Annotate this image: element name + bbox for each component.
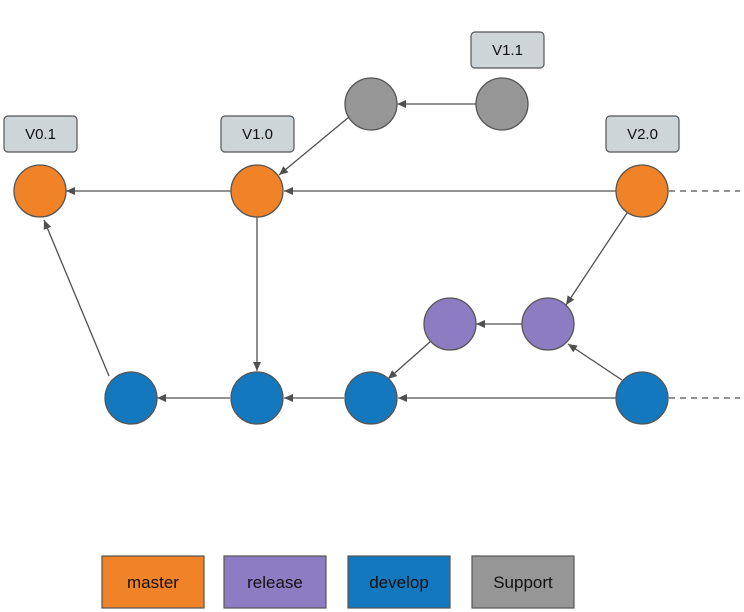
legend-develop: develop bbox=[347, 555, 451, 609]
edge-develop4-to-release2 bbox=[567, 343, 623, 381]
legend-develop-label: develop bbox=[369, 573, 429, 592]
tag-v0-1: V0.1 bbox=[3, 115, 78, 153]
develop-node-4 bbox=[615, 371, 669, 425]
legend-support: Support bbox=[471, 555, 575, 609]
tag-v1-1: V1.1 bbox=[470, 31, 545, 69]
legend-master-label: master bbox=[127, 573, 179, 592]
release-node-2 bbox=[521, 297, 575, 351]
support-node-v1-1 bbox=[475, 77, 529, 131]
master-node-v1-0 bbox=[230, 164, 284, 218]
edge-develop-to-v0-1 bbox=[43, 219, 110, 377]
tag-v0-1-label: V0.1 bbox=[25, 126, 56, 143]
release-node-1 bbox=[423, 297, 477, 351]
tag-v2-0: V2.0 bbox=[605, 115, 680, 153]
legend-support-label: Support bbox=[493, 573, 553, 592]
develop-node-3 bbox=[344, 371, 398, 425]
edges bbox=[43, 100, 628, 402]
version-tags: V0.1 V1.0 V1.1 V2.0 bbox=[3, 31, 680, 153]
tag-v1-0-label: V1.0 bbox=[242, 126, 273, 143]
legend-release: release bbox=[223, 555, 327, 609]
legend-release-label: release bbox=[247, 573, 303, 592]
edge-support-to-v1-0 bbox=[278, 116, 350, 176]
tag-v1-0: V1.0 bbox=[220, 115, 295, 153]
continuations bbox=[669, 190, 740, 399]
master-node-v0-1 bbox=[13, 164, 67, 218]
develop-node-1 bbox=[104, 371, 158, 425]
edge-release1-to-develop3 bbox=[387, 340, 432, 380]
tag-v2-0-label: V2.0 bbox=[627, 126, 658, 143]
master-node-v2-0 bbox=[615, 164, 669, 218]
legend: master release develop Support bbox=[101, 555, 575, 609]
edge-v2-0-to-release2 bbox=[565, 212, 628, 306]
support-node-1 bbox=[344, 77, 398, 131]
tag-v1-1-label: V1.1 bbox=[492, 42, 523, 59]
nodes bbox=[13, 77, 669, 425]
legend-master: master bbox=[101, 555, 205, 609]
develop-node-2 bbox=[230, 371, 284, 425]
